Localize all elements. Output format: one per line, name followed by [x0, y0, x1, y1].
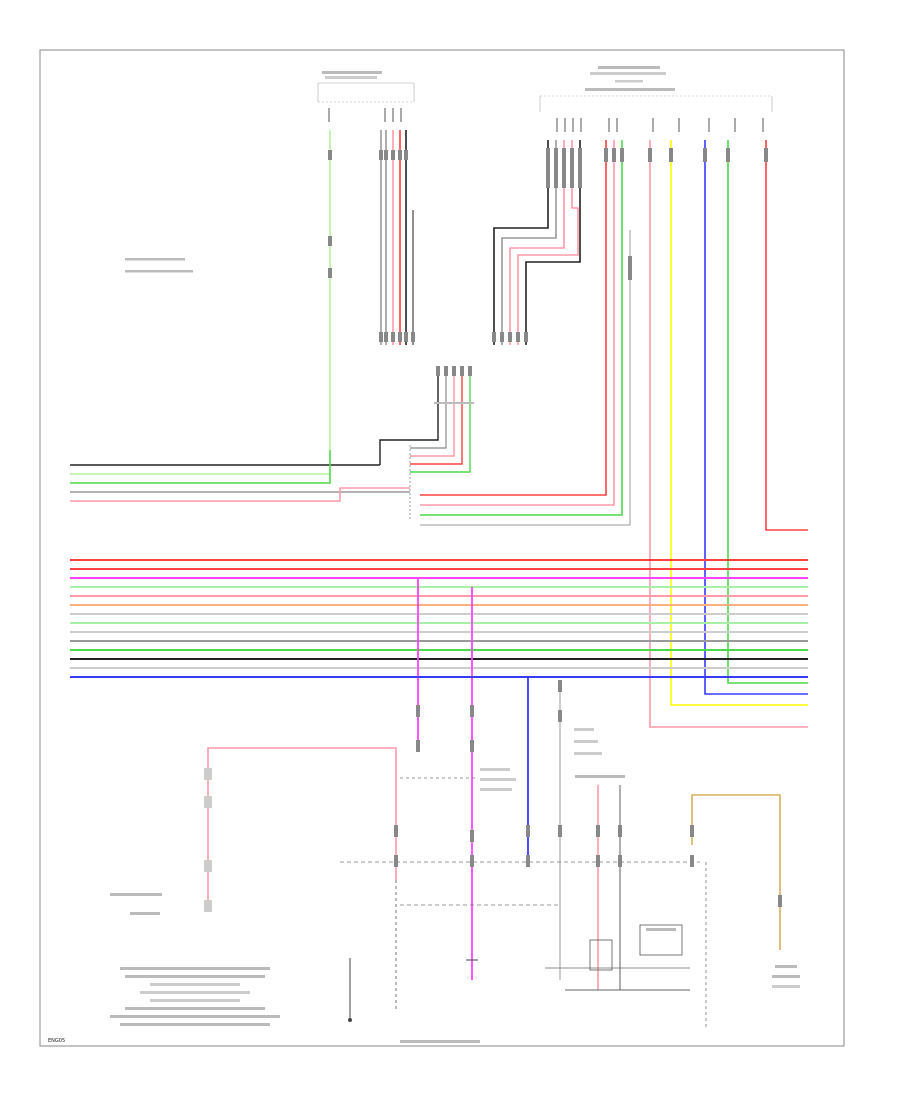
component-bottom-center: [400, 728, 800, 1043]
wires-bottom-left: [207, 747, 397, 1022]
wire-bus-left-upper: [70, 445, 411, 520]
legend-left: [125, 258, 193, 273]
diagram-border: [39, 49, 845, 1047]
component-top-left: [317, 71, 415, 122]
component-bottom-left: [110, 768, 280, 1026]
terminal-marks-top-left: [328, 150, 415, 342]
terminal-marks-top-right: [492, 148, 768, 342]
component-top-right: [539, 66, 773, 132]
terminal-marks-bottom: [394, 680, 782, 907]
connector-middle-pins: [434, 366, 474, 404]
wires-top-left: [329, 130, 414, 450]
footer-code: ENG05: [48, 1038, 66, 1044]
connector-middle: [379, 370, 471, 473]
wires-bottom-center: [340, 785, 781, 1030]
wires-top-right: [420, 140, 808, 728]
wire-bus-main: [70, 559, 808, 678]
